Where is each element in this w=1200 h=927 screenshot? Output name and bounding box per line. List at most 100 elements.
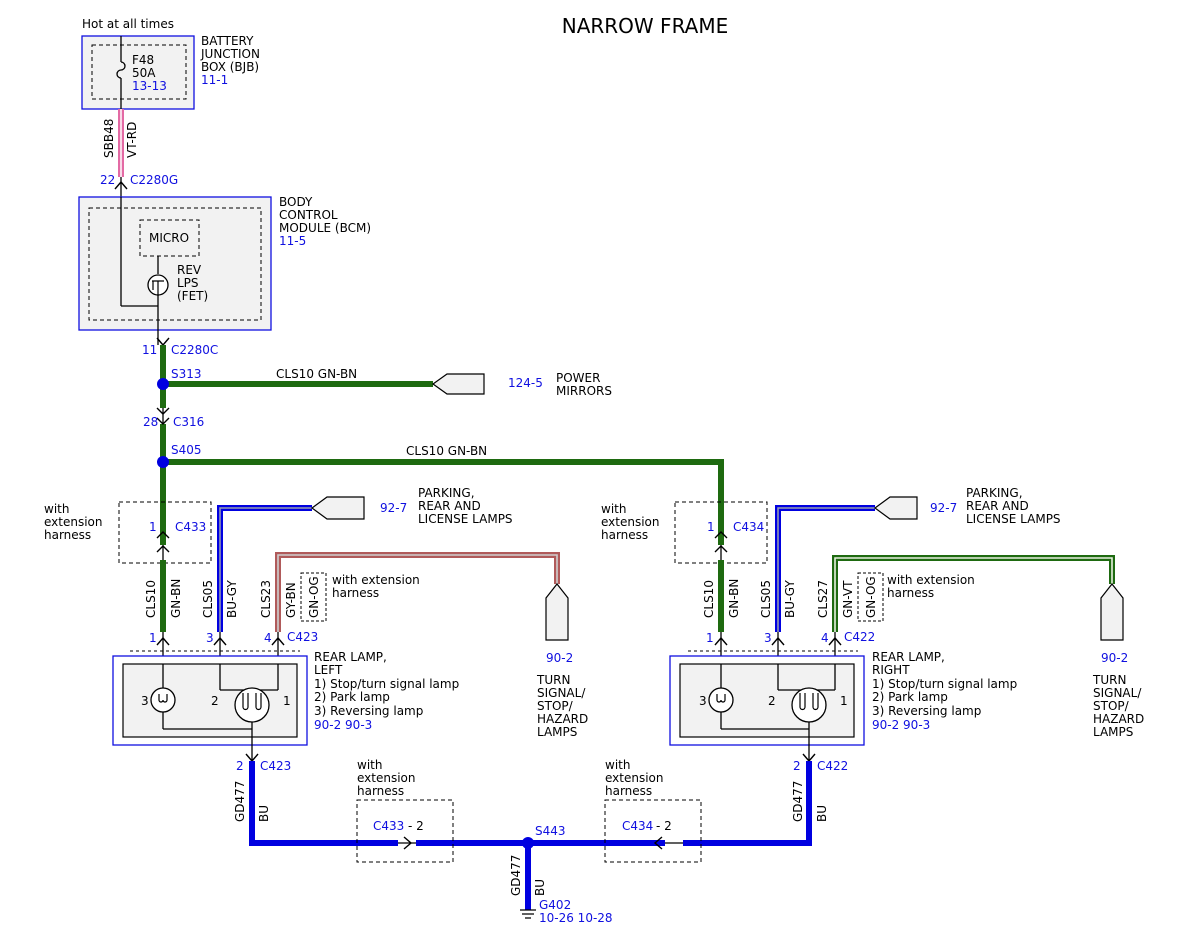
right-w2-circuit: CLS05 bbox=[759, 580, 773, 618]
connector-c316: 28 C316 bbox=[143, 407, 204, 429]
left-turn-3: STOP/ bbox=[537, 699, 574, 713]
fet-label-2: LPS bbox=[177, 276, 199, 290]
bottom-harness-r-2: extension bbox=[605, 771, 664, 785]
bjb-label-3: BOX (BJB) bbox=[201, 60, 259, 74]
connector-c2280c: 11 C2280C bbox=[142, 337, 218, 357]
right-section: with extension harness 1 C434 92-7 PARKI… bbox=[601, 486, 1144, 822]
right-park-connector-icon bbox=[873, 496, 918, 520]
right-park-2: REAR AND bbox=[966, 499, 1029, 513]
fuse-ref: 13-13 bbox=[132, 79, 167, 93]
bjb-label-2: JUNCTION bbox=[200, 47, 260, 61]
left-park-ref: 92-7 bbox=[380, 501, 407, 515]
left-section: with extension harness 1 C433 92-7 PARKI… bbox=[44, 486, 588, 822]
splice-s405 bbox=[157, 456, 169, 468]
g402-label: G402 bbox=[539, 898, 571, 912]
bcm-label-1: BODY bbox=[279, 195, 313, 209]
right-turn-connector-icon bbox=[1100, 583, 1124, 641]
left-turn-5: LAMPS bbox=[537, 725, 577, 739]
right-turn-3: STOP/ bbox=[1093, 699, 1130, 713]
fuse-icon bbox=[116, 61, 126, 79]
left-lamp-item-2: 2) Park lamp bbox=[314, 690, 390, 704]
bcm-label-2: CONTROL bbox=[279, 208, 338, 222]
left-w2-circuit: CLS05 bbox=[201, 580, 215, 618]
right-lamp-title-2: RIGHT bbox=[872, 663, 910, 677]
stop-turn-lamp-left-icon bbox=[234, 687, 270, 723]
right-w1-color: GN-BN bbox=[727, 579, 741, 618]
right-lamp-ref: 90-2 90-3 bbox=[872, 718, 930, 732]
c433-pin: 1 bbox=[149, 520, 157, 534]
right-turn-4: HAZARD bbox=[1093, 712, 1144, 726]
right-conn-c422: C422 bbox=[844, 630, 875, 644]
reversing-lamp-right-icon bbox=[708, 687, 734, 713]
wire-pm-label: CLS10 GN-BN bbox=[276, 367, 357, 381]
bjb-ref: 11-1 bbox=[201, 73, 228, 87]
right-lamp-item-3: 3) Reversing lamp bbox=[872, 704, 981, 718]
left-turn-1: TURN bbox=[536, 673, 570, 687]
fuse-name: F48 bbox=[132, 53, 154, 67]
bottom-gnd-wire-color: BU bbox=[533, 879, 547, 896]
s313-label: S313 bbox=[171, 367, 202, 381]
left-alt-color: GN-OG bbox=[307, 576, 321, 618]
splice-s443 bbox=[522, 837, 534, 849]
left-lamp-title-2: LEFT bbox=[314, 663, 343, 677]
c2280c-pin: 11 bbox=[142, 343, 157, 357]
c2280c-label: C2280C bbox=[171, 343, 218, 357]
left-pin4: 4 bbox=[264, 631, 272, 645]
right-lamp-item-2: 2) Park lamp bbox=[872, 690, 948, 704]
left-w3-circuit: CLS23 bbox=[259, 580, 273, 618]
left-conn-c423: C423 bbox=[287, 630, 318, 644]
bottom-c433: C433 bbox=[373, 819, 404, 833]
left-gnd-wire-circuit: GD477 bbox=[233, 781, 247, 822]
left-harness-1: with bbox=[44, 502, 69, 516]
left-gnd-pin: 2 bbox=[236, 759, 244, 773]
power-mirrors-ref: 124-5 bbox=[508, 376, 543, 390]
right-alt-color: GN-OG bbox=[864, 576, 878, 618]
c316-label: C316 bbox=[173, 415, 204, 429]
left-turn-4: HAZARD bbox=[537, 712, 588, 726]
left-park-2: REAR AND bbox=[418, 499, 481, 513]
diagram-title: NARROW FRAME bbox=[562, 14, 728, 38]
hot-at-all-times-label: Hot at all times bbox=[82, 17, 174, 31]
left-ext-note-2: harness bbox=[332, 586, 379, 600]
left-lamp-item-3: 3) Reversing lamp bbox=[314, 704, 423, 718]
bottom-c434-pin: - 2 bbox=[656, 819, 672, 833]
bjb-label-1: BATTERY bbox=[201, 34, 254, 48]
c433-label: C433 bbox=[175, 520, 206, 534]
right-pin3: 3 bbox=[764, 631, 772, 645]
bcm-label-3: MODULE (BCM) bbox=[279, 221, 371, 235]
left-lamp-title-1: REAR LAMP, bbox=[314, 650, 387, 664]
right-gnd-conn: C422 bbox=[817, 759, 848, 773]
right-gnd-wire-color: BU bbox=[815, 805, 829, 822]
g402-ref: 10-26 10-28 bbox=[539, 911, 613, 925]
right-w3-color: GN-VT bbox=[841, 580, 855, 618]
right-pin1: 1 bbox=[706, 631, 714, 645]
left-ext-note-1: with extension bbox=[332, 573, 420, 587]
c434-label: C434 bbox=[733, 520, 764, 534]
micro-label: MICRO bbox=[149, 231, 189, 245]
left-turn-2: SIGNAL/ bbox=[537, 686, 586, 700]
fuse-rating: 50A bbox=[132, 66, 156, 80]
right-turn-2: SIGNAL/ bbox=[1093, 686, 1142, 700]
left-lamp-pin3: 3 bbox=[141, 694, 149, 708]
left-lamp-pin2: 2 bbox=[211, 694, 219, 708]
bottom-c433-pin: - 2 bbox=[408, 819, 424, 833]
left-pin1: 1 bbox=[149, 631, 157, 645]
bottom-c434: C434 bbox=[622, 819, 653, 833]
bottom-harness-l-3: harness bbox=[357, 784, 404, 798]
right-harness-2: extension bbox=[601, 515, 660, 529]
ground-bus: S443 with extension harness C433 - 2 wit… bbox=[249, 758, 812, 925]
left-harness-2: extension bbox=[44, 515, 103, 529]
bottom-harness-l-2: extension bbox=[357, 771, 416, 785]
right-turn-1: TURN bbox=[1092, 673, 1126, 687]
bottom-harness-l-1: with bbox=[357, 758, 382, 772]
c2280g-label: C2280G bbox=[130, 173, 178, 187]
ground-icon bbox=[520, 909, 536, 919]
right-park-ref: 92-7 bbox=[930, 501, 957, 515]
right-gnd-wire-circuit: GD477 bbox=[791, 781, 805, 822]
bottom-harness-r-3: harness bbox=[605, 784, 652, 798]
right-w1-circuit: CLS10 bbox=[702, 580, 716, 618]
bcm-ref: 11-5 bbox=[279, 234, 306, 248]
left-turn-connector-icon bbox=[545, 583, 569, 641]
s443-label: S443 bbox=[535, 824, 566, 838]
